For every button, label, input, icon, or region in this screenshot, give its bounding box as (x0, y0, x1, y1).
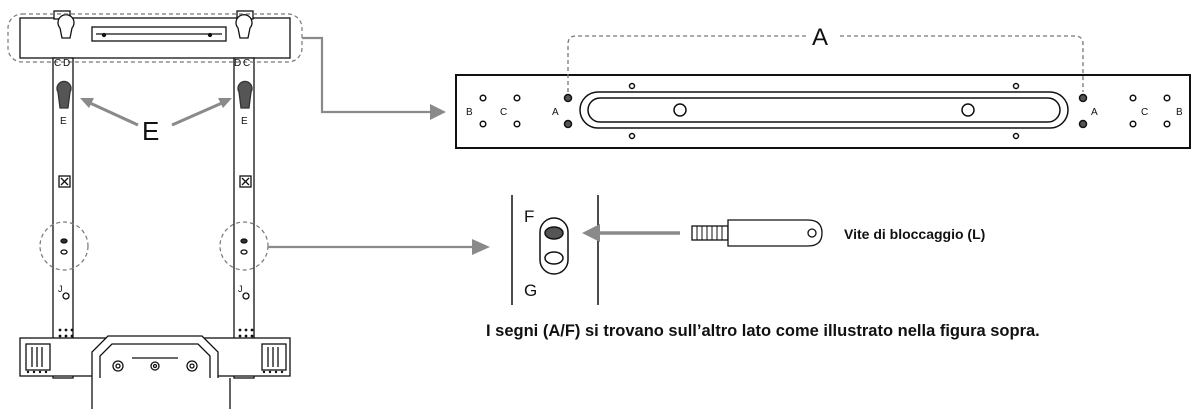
rail-label-b-right: B (1176, 107, 1183, 118)
rail-label-a-left: A (552, 107, 559, 118)
frame-label-c-left: C (54, 58, 61, 69)
a-dashed-bracket (567, 35, 1084, 92)
rail-detail (455, 74, 1191, 149)
rail-label-b-left: B (466, 107, 473, 118)
note-text: I segni (A/F) si trovano sull’altro lato… (486, 322, 1040, 340)
frame-label-j-right: J (238, 284, 243, 294)
frame-label-c-right: C (243, 58, 250, 69)
connector-arrow-bottom (268, 239, 490, 255)
connector-arrow-top (302, 36, 446, 120)
frame-label-e-left-small: E (60, 116, 67, 127)
locking-screw (691, 219, 823, 247)
left-hole-dashed-callout (39, 221, 89, 271)
frame-label-d-right: D (234, 58, 241, 69)
screw-detail (511, 195, 599, 305)
label-a-large: A (812, 24, 828, 51)
label-e-large: E (142, 116, 159, 146)
rail-label-c-left: C (500, 107, 507, 118)
frame-label-e-right-small: E (241, 116, 248, 127)
e-arrows (80, 98, 232, 127)
rail-label-c-right: C (1141, 107, 1148, 118)
rail-label-a-right: A (1091, 107, 1098, 118)
frame-label-j-left: J (58, 284, 63, 294)
frame-label-d-left: D (63, 58, 70, 69)
screw-insert-arrow (582, 224, 680, 242)
label-f: F (524, 207, 534, 226)
label-g: G (524, 281, 537, 300)
screw-label: Vite di bloccaggio (L) (844, 226, 985, 242)
bracket-frame (19, 10, 291, 409)
